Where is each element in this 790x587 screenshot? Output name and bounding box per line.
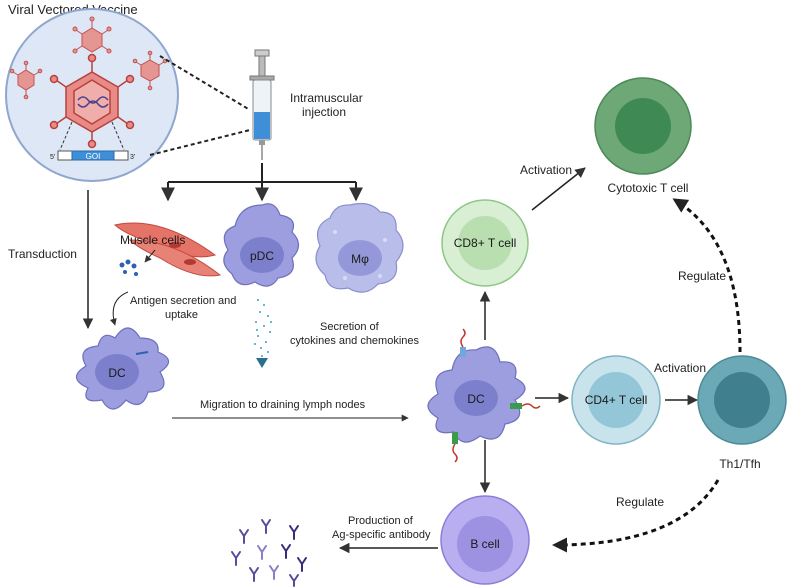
regulate-bottom-label: Regulate — [616, 495, 664, 509]
secretion-label-2: cytokines and chemokines — [290, 335, 420, 347]
cytokine-stream — [254, 299, 272, 368]
production-label-2: Ag-specific antibody — [332, 529, 431, 541]
activation-mid-label: Activation — [654, 361, 706, 375]
cd4-label: CD4+ T cell — [585, 393, 648, 407]
pdc-label: pDC — [250, 249, 274, 263]
antibodies-icon — [231, 519, 307, 587]
cd4-t-cell — [571, 355, 661, 445]
three-prime-label: 3' — [130, 154, 135, 161]
dc-center-cell — [427, 328, 541, 463]
vaccine-circle: GOI 5' 3' — [5, 8, 179, 182]
cd8-label: CD8+ T cell — [454, 236, 517, 250]
transduction-label: Transduction — [8, 247, 77, 261]
secretion-label-1: Secretion of — [320, 321, 380, 333]
dc-left-label: DC — [108, 366, 126, 380]
syringe-icon — [249, 49, 275, 160]
dc-center-label: DC — [467, 392, 485, 406]
muscle-cells-label: Muscle cells — [120, 233, 185, 247]
muscle-cells-icon — [113, 222, 222, 277]
antigen-label-2: uptake — [165, 309, 198, 321]
antigen-icon — [119, 259, 138, 276]
regulate-top-label: Regulate — [678, 269, 726, 283]
b-cell — [440, 495, 530, 585]
adenovirus-vector-icon — [49, 53, 135, 149]
injection-label-2: injection — [302, 105, 346, 119]
antigen-label-1: Antigen secretion and — [130, 295, 236, 307]
production-label-1: Production of — [348, 515, 414, 527]
cd8-t-cell — [441, 199, 529, 287]
five-prime-label: 5' — [50, 154, 55, 161]
dc-left-cell — [75, 327, 170, 410]
macrophage-cell — [315, 202, 404, 293]
cytotoxic-t-cell — [594, 77, 692, 175]
pdc-cell — [223, 203, 300, 287]
small-virus-icon — [132, 50, 168, 91]
small-virus-icon — [72, 16, 112, 54]
activation-top-label: Activation — [520, 163, 572, 177]
migration-label: Migration to draining lymph nodes — [200, 399, 366, 411]
injection-label-1: Intramuscular — [290, 91, 363, 105]
macrophage-label: Mφ — [351, 252, 369, 266]
bcell-label: B cell — [470, 537, 499, 551]
th1-tfh-label: Th1/Tfh — [719, 457, 760, 471]
th1-tfh-cell — [697, 355, 787, 445]
small-virus-icon — [9, 60, 43, 100]
cytotoxic-label: Cytotoxic T cell — [608, 181, 689, 195]
goi-label: GOI — [86, 152, 101, 161]
